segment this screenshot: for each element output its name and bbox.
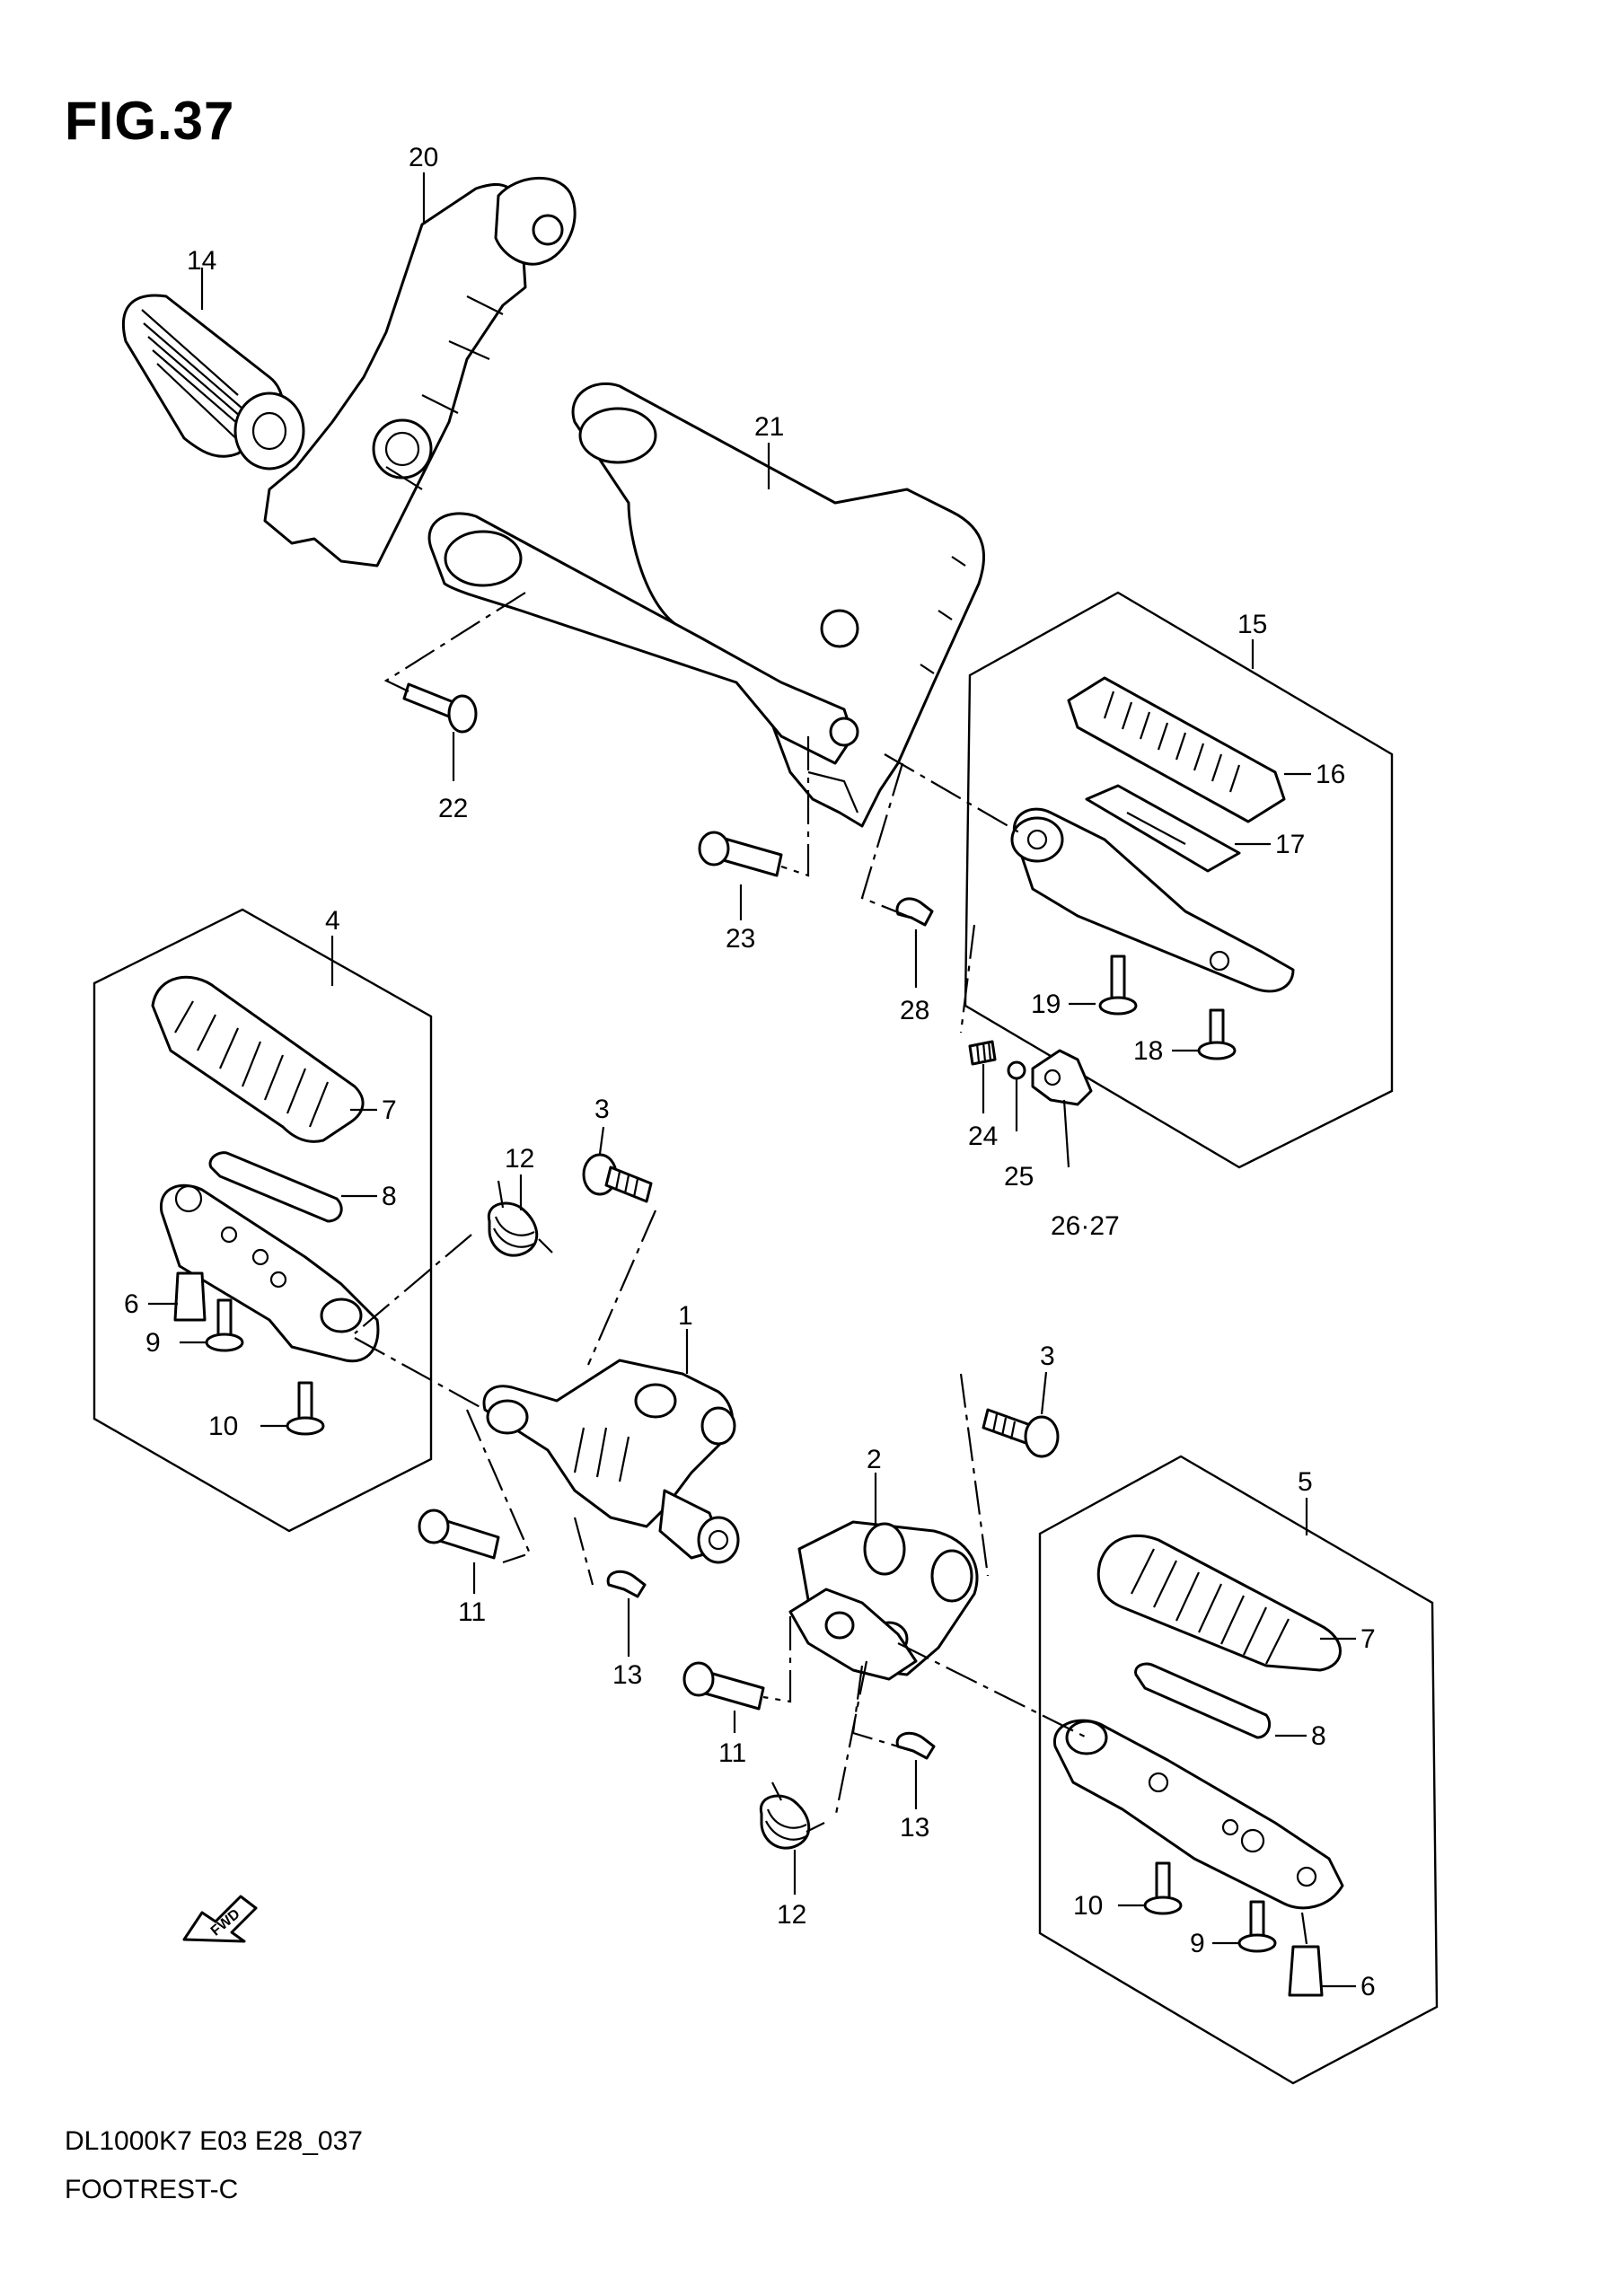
part-9a-bolt (205, 1298, 244, 1352)
callout-2: 2 (867, 1445, 882, 1474)
callout-18: 18 (1133, 1036, 1163, 1066)
callout-26-27: 26·27 (1051, 1211, 1120, 1241)
part-18-bolt (1197, 1008, 1237, 1060)
figure-title: FIG.37 (65, 91, 235, 151)
part-15-footpeg (1010, 807, 1295, 993)
part-19-bolt (1098, 954, 1138, 1016)
part-21-bracket (427, 382, 985, 828)
part-23-pin (698, 831, 783, 877)
callout-20: 20 (409, 143, 438, 172)
part-8b-plate (1134, 1662, 1272, 1739)
callout-10a: 10 (208, 1412, 238, 1441)
diagram-caption: FOOTREST-C (65, 2175, 239, 2204)
callout-3b: 3 (1040, 1342, 1055, 1371)
part-9b-bolt (1237, 1900, 1277, 1953)
callout-8b: 8 (1311, 1721, 1326, 1751)
callout-11a: 11 (458, 1597, 486, 1627)
callout-15: 15 (1237, 610, 1267, 639)
part-12b-spring (759, 1781, 825, 1850)
callout-25: 25 (1004, 1162, 1034, 1192)
callout-24: 24 (968, 1122, 998, 1151)
callout-6a: 6 (124, 1289, 139, 1319)
model-code: DL1000K7 E03 E28_037 (65, 2126, 363, 2156)
part-16-rubber (1067, 676, 1286, 823)
part-5-footpeg (1053, 1719, 1344, 1910)
callout-21: 21 (754, 412, 784, 442)
part-14-footpeg (121, 294, 305, 471)
part-3b-bolt (982, 1408, 1060, 1458)
callout-9a: 9 (145, 1328, 161, 1358)
callout-1: 1 (678, 1301, 693, 1331)
part-26-27-plate (1031, 1049, 1093, 1106)
callout-22: 22 (438, 794, 468, 823)
callout-28: 28 (900, 996, 929, 1025)
part-4-footpeg (160, 1183, 380, 1363)
assembly-lines (354, 592, 1308, 1945)
part-6a-nut (173, 1271, 207, 1322)
part-11b-pin (682, 1661, 765, 1711)
callout-17: 17 (1275, 830, 1305, 859)
part-25-ball (1007, 1060, 1026, 1080)
callout-13b: 13 (900, 1813, 929, 1843)
callout-10b: 10 (1073, 1891, 1103, 1921)
kit-4-outline (92, 908, 433, 1533)
part-22-bolt (402, 682, 478, 734)
part-1-bracket (482, 1359, 740, 1564)
callout-19: 19 (1031, 990, 1061, 1019)
kit-5-outline (1038, 1455, 1439, 2085)
part-13b-clip (895, 1731, 936, 1760)
part-10b-bolt (1143, 1861, 1183, 1915)
kit-15-outline (964, 591, 1394, 1169)
callout-6b: 6 (1360, 1972, 1376, 2001)
callout-labels: 20 14 21 15 16 17 19 18 22 23 28 24 25 2… (124, 143, 1376, 2001)
callout-7b: 7 (1360, 1624, 1376, 1654)
part-28-clip (895, 897, 934, 927)
callout-9b: 9 (1190, 1929, 1205, 1958)
callout-7a: 7 (382, 1095, 397, 1125)
part-8a-plate (208, 1151, 343, 1223)
part-3a-bolt (582, 1153, 653, 1203)
callout-11b: 11 (718, 1738, 746, 1768)
callout-12b: 12 (777, 1900, 806, 1930)
part-17-plate (1085, 784, 1241, 873)
part-7b-rubber (1096, 1534, 1342, 1672)
part-7a-rubber (151, 975, 365, 1143)
callout-3a: 3 (594, 1095, 610, 1124)
part-10a-bolt (286, 1381, 325, 1436)
leader-lines (148, 172, 1356, 1988)
part-12a-spring (487, 1180, 553, 1257)
part-20-bracket (263, 176, 577, 567)
callout-16: 16 (1316, 760, 1345, 789)
part-24-spring (968, 1040, 997, 1066)
part-2-bracket (788, 1520, 979, 1681)
callout-12a: 12 (505, 1144, 534, 1174)
callout-14: 14 (187, 246, 216, 276)
part-13a-clip (606, 1570, 647, 1598)
callout-8a: 8 (382, 1182, 397, 1211)
fwd-arrow-icon: FWD (182, 1895, 258, 1943)
part-6b-nut (1288, 1945, 1324, 1997)
callout-23: 23 (726, 924, 755, 954)
callout-5: 5 (1298, 1467, 1313, 1497)
callout-4: 4 (325, 906, 340, 936)
part-11a-pin (418, 1509, 500, 1560)
callout-13a: 13 (612, 1660, 642, 1690)
